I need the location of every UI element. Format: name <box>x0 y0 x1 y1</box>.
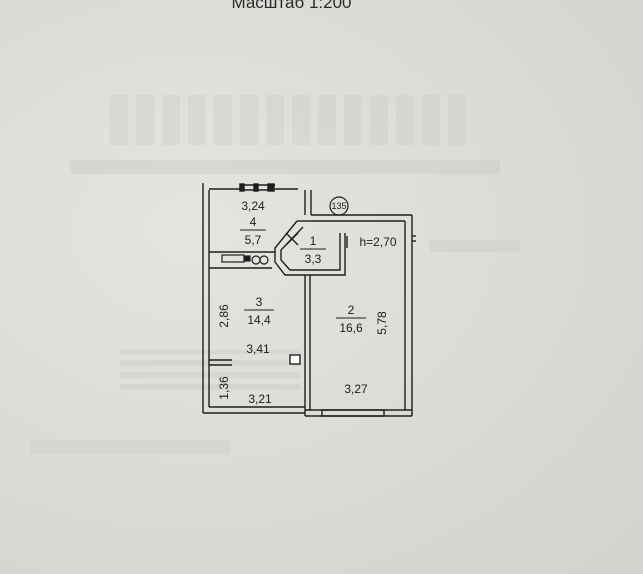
door-line-b <box>285 232 299 246</box>
kitchen-counter <box>221 254 245 263</box>
wall-stub <box>289 354 301 365</box>
marker-circle <box>329 196 349 216</box>
dim-room3-width: 3,41 <box>246 342 270 356</box>
scale-label: Масштаб 1:200 <box>231 0 352 12</box>
room4-number: 4 <box>250 215 257 229</box>
wall-post-2 <box>253 183 259 192</box>
room4-area: 5,7 <box>245 233 262 247</box>
wall-bathroom-inner <box>280 226 341 271</box>
marker-label: 135 <box>331 201 346 211</box>
room2-area: 16,6 <box>339 321 363 335</box>
room1-number: 1 <box>310 234 317 248</box>
kitchen-sink <box>244 255 251 262</box>
room1-area: 3,3 <box>305 252 322 266</box>
dim-bottom-left-width: 3,21 <box>248 392 272 406</box>
dim-room2-side: 5,78 <box>375 311 389 335</box>
wall-bathroom <box>274 220 346 276</box>
dim-top-kitchen-width: 3,24 <box>241 199 265 213</box>
dim-bottom-left-side: 1,36 <box>217 376 231 400</box>
dim-room3-side: 2,86 <box>217 304 231 328</box>
room3-number: 3 <box>256 295 263 309</box>
dim-room2-width: 3,27 <box>344 382 368 396</box>
wall-post-3 <box>267 183 275 192</box>
room3-area: 14,4 <box>247 313 271 327</box>
height-label: h=2,70 <box>359 235 396 249</box>
stove-burner-2 <box>259 255 269 265</box>
window-bottom <box>321 409 385 417</box>
wall-post-1 <box>239 183 245 192</box>
room2-number: 2 <box>348 303 355 317</box>
stove-burner-1 <box>251 255 261 265</box>
